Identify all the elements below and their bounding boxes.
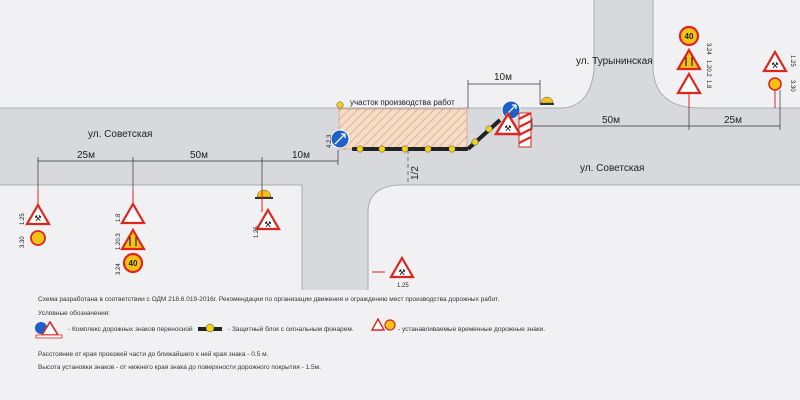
work-zone-label: участок производства работ (350, 98, 455, 107)
sign-code: 1.25 (20, 213, 26, 225)
svg-text:⚒: ⚒ (398, 268, 405, 277)
note-height: Высота установки знаков - от нижнего кра… (38, 364, 321, 371)
sign-code: 1.8 (116, 213, 122, 222)
work-zone (338, 108, 468, 150)
sign-code: 4.2.3 (327, 134, 333, 148)
svg-text:⚒: ⚒ (771, 61, 778, 70)
legend-item-temporary: - устанавливаемые временные дорожные зна… (398, 326, 546, 333)
men-at-work-sign (255, 207, 281, 231)
sign-post (676, 25, 702, 108)
sign-code: 1.25 (254, 226, 260, 238)
sign-code: 3.24 (116, 263, 122, 275)
speed-limit-sign (122, 252, 144, 274)
speed-limit-sign (768, 77, 782, 91)
legend: Схема разработана в соответствии с ОДМ 2… (0, 290, 800, 400)
signal-lamp-icon (255, 189, 273, 199)
road-side-street (302, 185, 400, 290)
sign-code: 1.25 (789, 55, 795, 67)
sign-code: 1.20.3 (116, 233, 122, 250)
legend-title: Условные обозначения: (38, 310, 111, 317)
speed-limit-value: 40 (129, 259, 138, 268)
signal-lamp (378, 145, 386, 153)
danger-sign (676, 71, 702, 95)
signal-lamp (471, 138, 479, 146)
dimension-label: 50м (190, 150, 208, 161)
speed-limit-sign (30, 230, 46, 246)
road-sovetskaya (0, 0, 800, 185)
temporary-signs-icon (371, 318, 396, 331)
barrier-block-icon (198, 323, 222, 333)
sign-code: 3.24 (705, 43, 711, 55)
signal-lamp (356, 145, 364, 153)
dimension-lines (37, 80, 781, 192)
sign-post (120, 190, 146, 274)
keep-right-sign (330, 129, 350, 149)
svg-text:⚒: ⚒ (264, 220, 271, 229)
signal-lamp (401, 145, 409, 153)
dimension-label: 25м (77, 150, 95, 161)
men-at-work-sign: ⚒ (493, 111, 523, 136)
keep-right-sign (501, 100, 521, 120)
danger-sign (120, 201, 146, 225)
dimension-label: 10м (494, 72, 512, 83)
street-name-turyninskaya: ул. Турынинская (576, 56, 653, 67)
dimension-label: 25м (724, 115, 742, 126)
legend-item-signs: - Комплекс дорожных знаков переносной (68, 326, 193, 333)
note-distance: Расстояние от края проезжей части до бли… (38, 351, 269, 358)
road-network (0, 0, 800, 290)
speed-limit-sign (678, 25, 700, 47)
speed-limit-value: 40 (685, 32, 694, 41)
portable-signs-icon (35, 321, 63, 339)
sign-code: 1.25 (397, 283, 409, 289)
signal-lamp (336, 101, 344, 109)
road-narrows-sign (120, 227, 146, 251)
barrier-board (518, 112, 532, 148)
signal-lamp (448, 145, 456, 153)
sign-code: 3.30 (20, 236, 26, 248)
sign-post: ⚒ (762, 49, 788, 108)
scheme-note: Схема разработана в соответствии с ОДМ 2… (38, 296, 500, 303)
lane-marking-label: 1/2 (410, 166, 421, 180)
sign-code: 1.8 (705, 80, 711, 89)
signal-lamp-icon (540, 96, 554, 105)
men-at-work-sign (762, 49, 788, 73)
barrier-blocks (336, 101, 502, 153)
signal-lamp (485, 125, 493, 133)
men-at-work-sign (25, 202, 51, 226)
dimension-label: 50м (602, 115, 620, 126)
men-at-work-sign (389, 255, 415, 279)
svg-text:⚒: ⚒ (504, 124, 511, 133)
road-scheme: участок производства работ ул. Советская… (0, 0, 800, 290)
road-narrows-sign (676, 47, 702, 71)
legend-item-block: - Защитный блок с сигнальным фонарем. (228, 326, 354, 333)
street-name-sovetskaya: ул. Советская (580, 163, 644, 174)
sign-post: ⚒ (25, 190, 51, 246)
dimension-label: 10м (292, 150, 310, 161)
sign-code: 3.30 (789, 80, 795, 92)
sign-code: 1.20.2 (705, 60, 711, 77)
sign-post: ⚒ (372, 255, 415, 279)
svg-text:⚒: ⚒ (34, 214, 41, 223)
sign-post: ⚒ (255, 192, 281, 231)
street-name-sovetskaya: ул. Советская (88, 129, 152, 140)
signal-lamp (424, 145, 432, 153)
